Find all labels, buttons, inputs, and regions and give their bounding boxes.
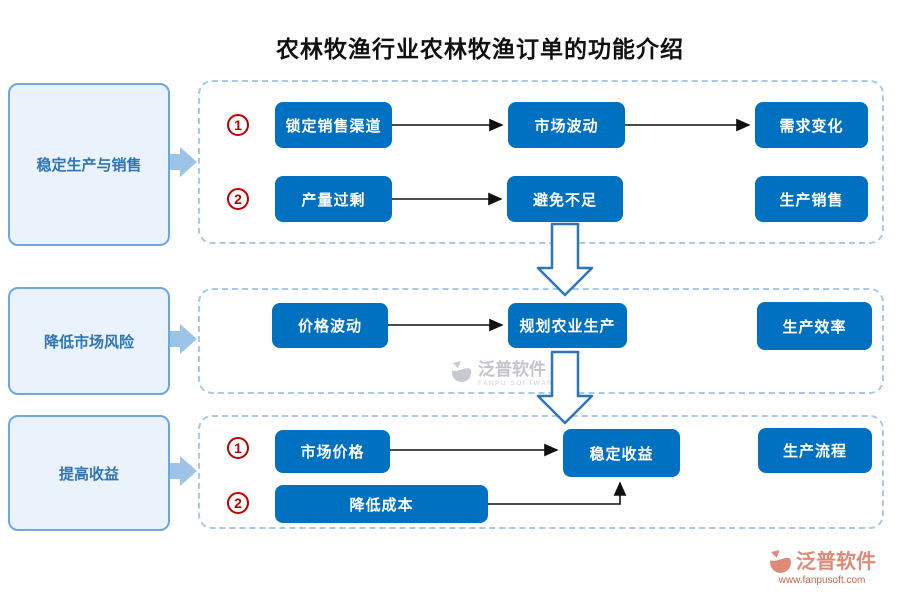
node-production-sales: 生产销售 bbox=[755, 176, 868, 222]
step-number-s1-1: 1 bbox=[227, 114, 249, 136]
fat-arrow-1 bbox=[166, 147, 197, 177]
node-output-surplus: 产量过剩 bbox=[275, 176, 392, 222]
flow-panel-3 bbox=[198, 415, 884, 529]
page-title: 农林牧渔行业农林牧渔订单的功能介绍 bbox=[276, 36, 684, 63]
down-arrow-1 bbox=[536, 222, 594, 297]
watermark-footer: 泛普软件 www.fanpusoft.com bbox=[768, 549, 876, 586]
watermark-center: 泛普软件 FANPU SOFTWARE bbox=[450, 360, 559, 387]
step-number-s3-1: 1 bbox=[227, 437, 249, 459]
fanpu-logo-icon bbox=[450, 360, 473, 383]
flow-panel-2 bbox=[198, 288, 884, 394]
node-avoid-shortage: 避免不足 bbox=[507, 176, 623, 222]
goal-box-increase-income: 提高收益 bbox=[8, 415, 170, 531]
flow-panel-1 bbox=[198, 80, 884, 244]
goal-box-stable-production: 稳定生产与销售 bbox=[8, 83, 170, 246]
node-market-fluctuation: 市场波动 bbox=[508, 102, 625, 148]
watermark-sub: FANPU SOFTWARE bbox=[478, 380, 560, 387]
footer-url: www.fanpusoft.com bbox=[778, 575, 866, 586]
node-production-process: 生产流程 bbox=[758, 428, 872, 473]
step-number-s3-2: 2 bbox=[227, 492, 249, 514]
goal-label: 提高收益 bbox=[58, 465, 119, 483]
goal-label: 稳定生产与销售 bbox=[36, 157, 142, 174]
fat-arrow-2 bbox=[166, 324, 197, 354]
node-lock-sales-channel: 锁定销售渠道 bbox=[275, 102, 392, 148]
goal-label: 降低市场风险 bbox=[43, 333, 134, 351]
node-stable-income: 稳定收益 bbox=[563, 429, 680, 477]
connector-cost-to-income-elbow bbox=[488, 481, 627, 505]
step-number-s1-2: 2 bbox=[227, 188, 249, 210]
watermark-brand: 泛普软件 bbox=[478, 360, 546, 379]
node-demand-change: 需求变化 bbox=[755, 102, 868, 148]
fanpu-logo-icon bbox=[769, 550, 792, 573]
fat-arrow-3 bbox=[166, 456, 197, 486]
node-production-efficiency: 生产效率 bbox=[757, 302, 872, 350]
node-plan-agriculture: 规划农业生产 bbox=[508, 303, 627, 348]
footer-brand: 泛普软件 bbox=[796, 550, 876, 573]
down-arrow-2 bbox=[536, 350, 594, 425]
node-reduce-cost: 降低成本 bbox=[275, 485, 488, 523]
goal-box-reduce-risk: 降低市场风险 bbox=[8, 287, 170, 395]
node-price-fluctuation: 价格波动 bbox=[272, 303, 388, 348]
node-market-price: 市场价格 bbox=[275, 430, 390, 473]
